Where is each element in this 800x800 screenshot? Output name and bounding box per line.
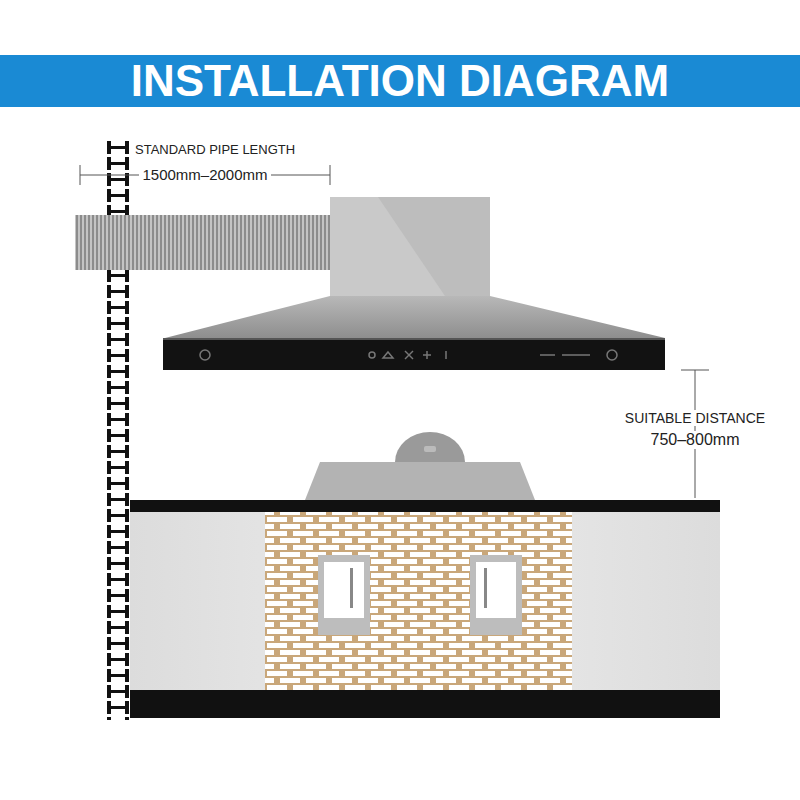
dimension-line (80, 165, 330, 185)
dimension-label: STANDARD PIPE LENGTH (132, 143, 298, 158)
stove-top (305, 462, 535, 500)
hood-panel (163, 338, 665, 370)
counter-top (130, 500, 720, 512)
flex-duct (75, 215, 330, 270)
brick-texture (265, 512, 572, 690)
panel-icons (200, 350, 617, 360)
counter-base (130, 690, 720, 718)
oven-doors (318, 555, 522, 635)
chimney-shade (378, 197, 490, 296)
dimension-label: 1500mm–2000mm (139, 166, 270, 183)
brick-panel (265, 512, 572, 690)
pan-lid (395, 432, 465, 462)
dimension-label: 750–800mm (648, 431, 743, 449)
dimension-label: SUITABLE DISTANCE (622, 410, 768, 426)
lid-knob (424, 446, 436, 452)
cabinet-body (130, 512, 720, 690)
panel-edge (163, 338, 665, 340)
title-text: INSTALLATION DIAGRAM (131, 56, 670, 106)
title-banner: INSTALLATION DIAGRAM (0, 55, 800, 107)
hood-canopy (165, 296, 665, 338)
hood-chimney (330, 197, 490, 296)
